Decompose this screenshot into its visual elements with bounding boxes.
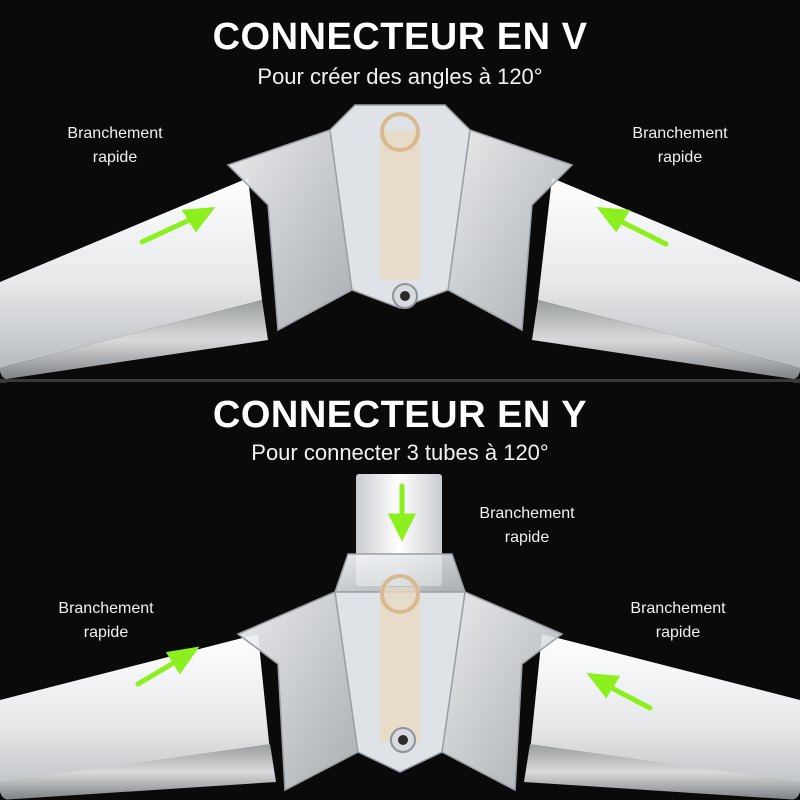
right-connector-sleeve	[441, 590, 564, 792]
right-arrow-icon	[586, 673, 653, 711]
y-connector-subtitle: Pour connecter 3 tubes à 120°	[251, 440, 549, 465]
hub-top-ring	[380, 112, 420, 152]
hub-fixing-hole-center	[398, 735, 408, 745]
v-connector-photo	[0, 104, 800, 380]
y-right-quick-connect-label: Branchement rapide	[630, 600, 726, 641]
hub-top-ring	[380, 574, 420, 614]
v-connector-panel: CONNECTEUR EN V Pour créer des angles à …	[0, 0, 800, 380]
y-left-quick-connect-label: Branchement rapide	[58, 600, 154, 641]
y-connector-title: CONNECTEUR EN Y	[212, 394, 588, 436]
hub-fixing-hole-center	[400, 291, 410, 301]
top-connector-sleeve	[333, 553, 467, 593]
left-tube-aluminum	[0, 300, 268, 380]
right-tube-aluminum	[524, 744, 800, 800]
top-arrow-icon	[387, 483, 417, 542]
hub-core	[380, 130, 420, 280]
right-tube	[538, 178, 800, 368]
panel-divider	[0, 379, 800, 383]
y-top-quick-connect-label: Branchement rapide	[479, 505, 575, 546]
y-connector-photo	[0, 474, 800, 800]
v-connector-subtitle: Pour créer des angles à 120°	[257, 64, 543, 89]
right-tube-aluminum	[532, 300, 800, 380]
left-connector-sleeve	[226, 128, 353, 332]
left-arrow-icon	[135, 646, 200, 687]
v-connector-title: CONNECTEUR EN V	[212, 16, 588, 58]
left-tube-aluminum	[0, 744, 276, 800]
y-connector-panel: CONNECTEUR EN Y Pour connecter 3 tubes à…	[0, 382, 800, 800]
v-right-quick-connect-label: Branchement rapide	[632, 125, 728, 166]
left-arrow-icon	[139, 207, 216, 245]
left-connector-sleeve	[236, 590, 359, 792]
v-left-quick-connect-label: Branchement rapide	[67, 125, 163, 166]
right-connector-sleeve	[447, 128, 574, 332]
right-arrow-icon	[596, 207, 669, 247]
